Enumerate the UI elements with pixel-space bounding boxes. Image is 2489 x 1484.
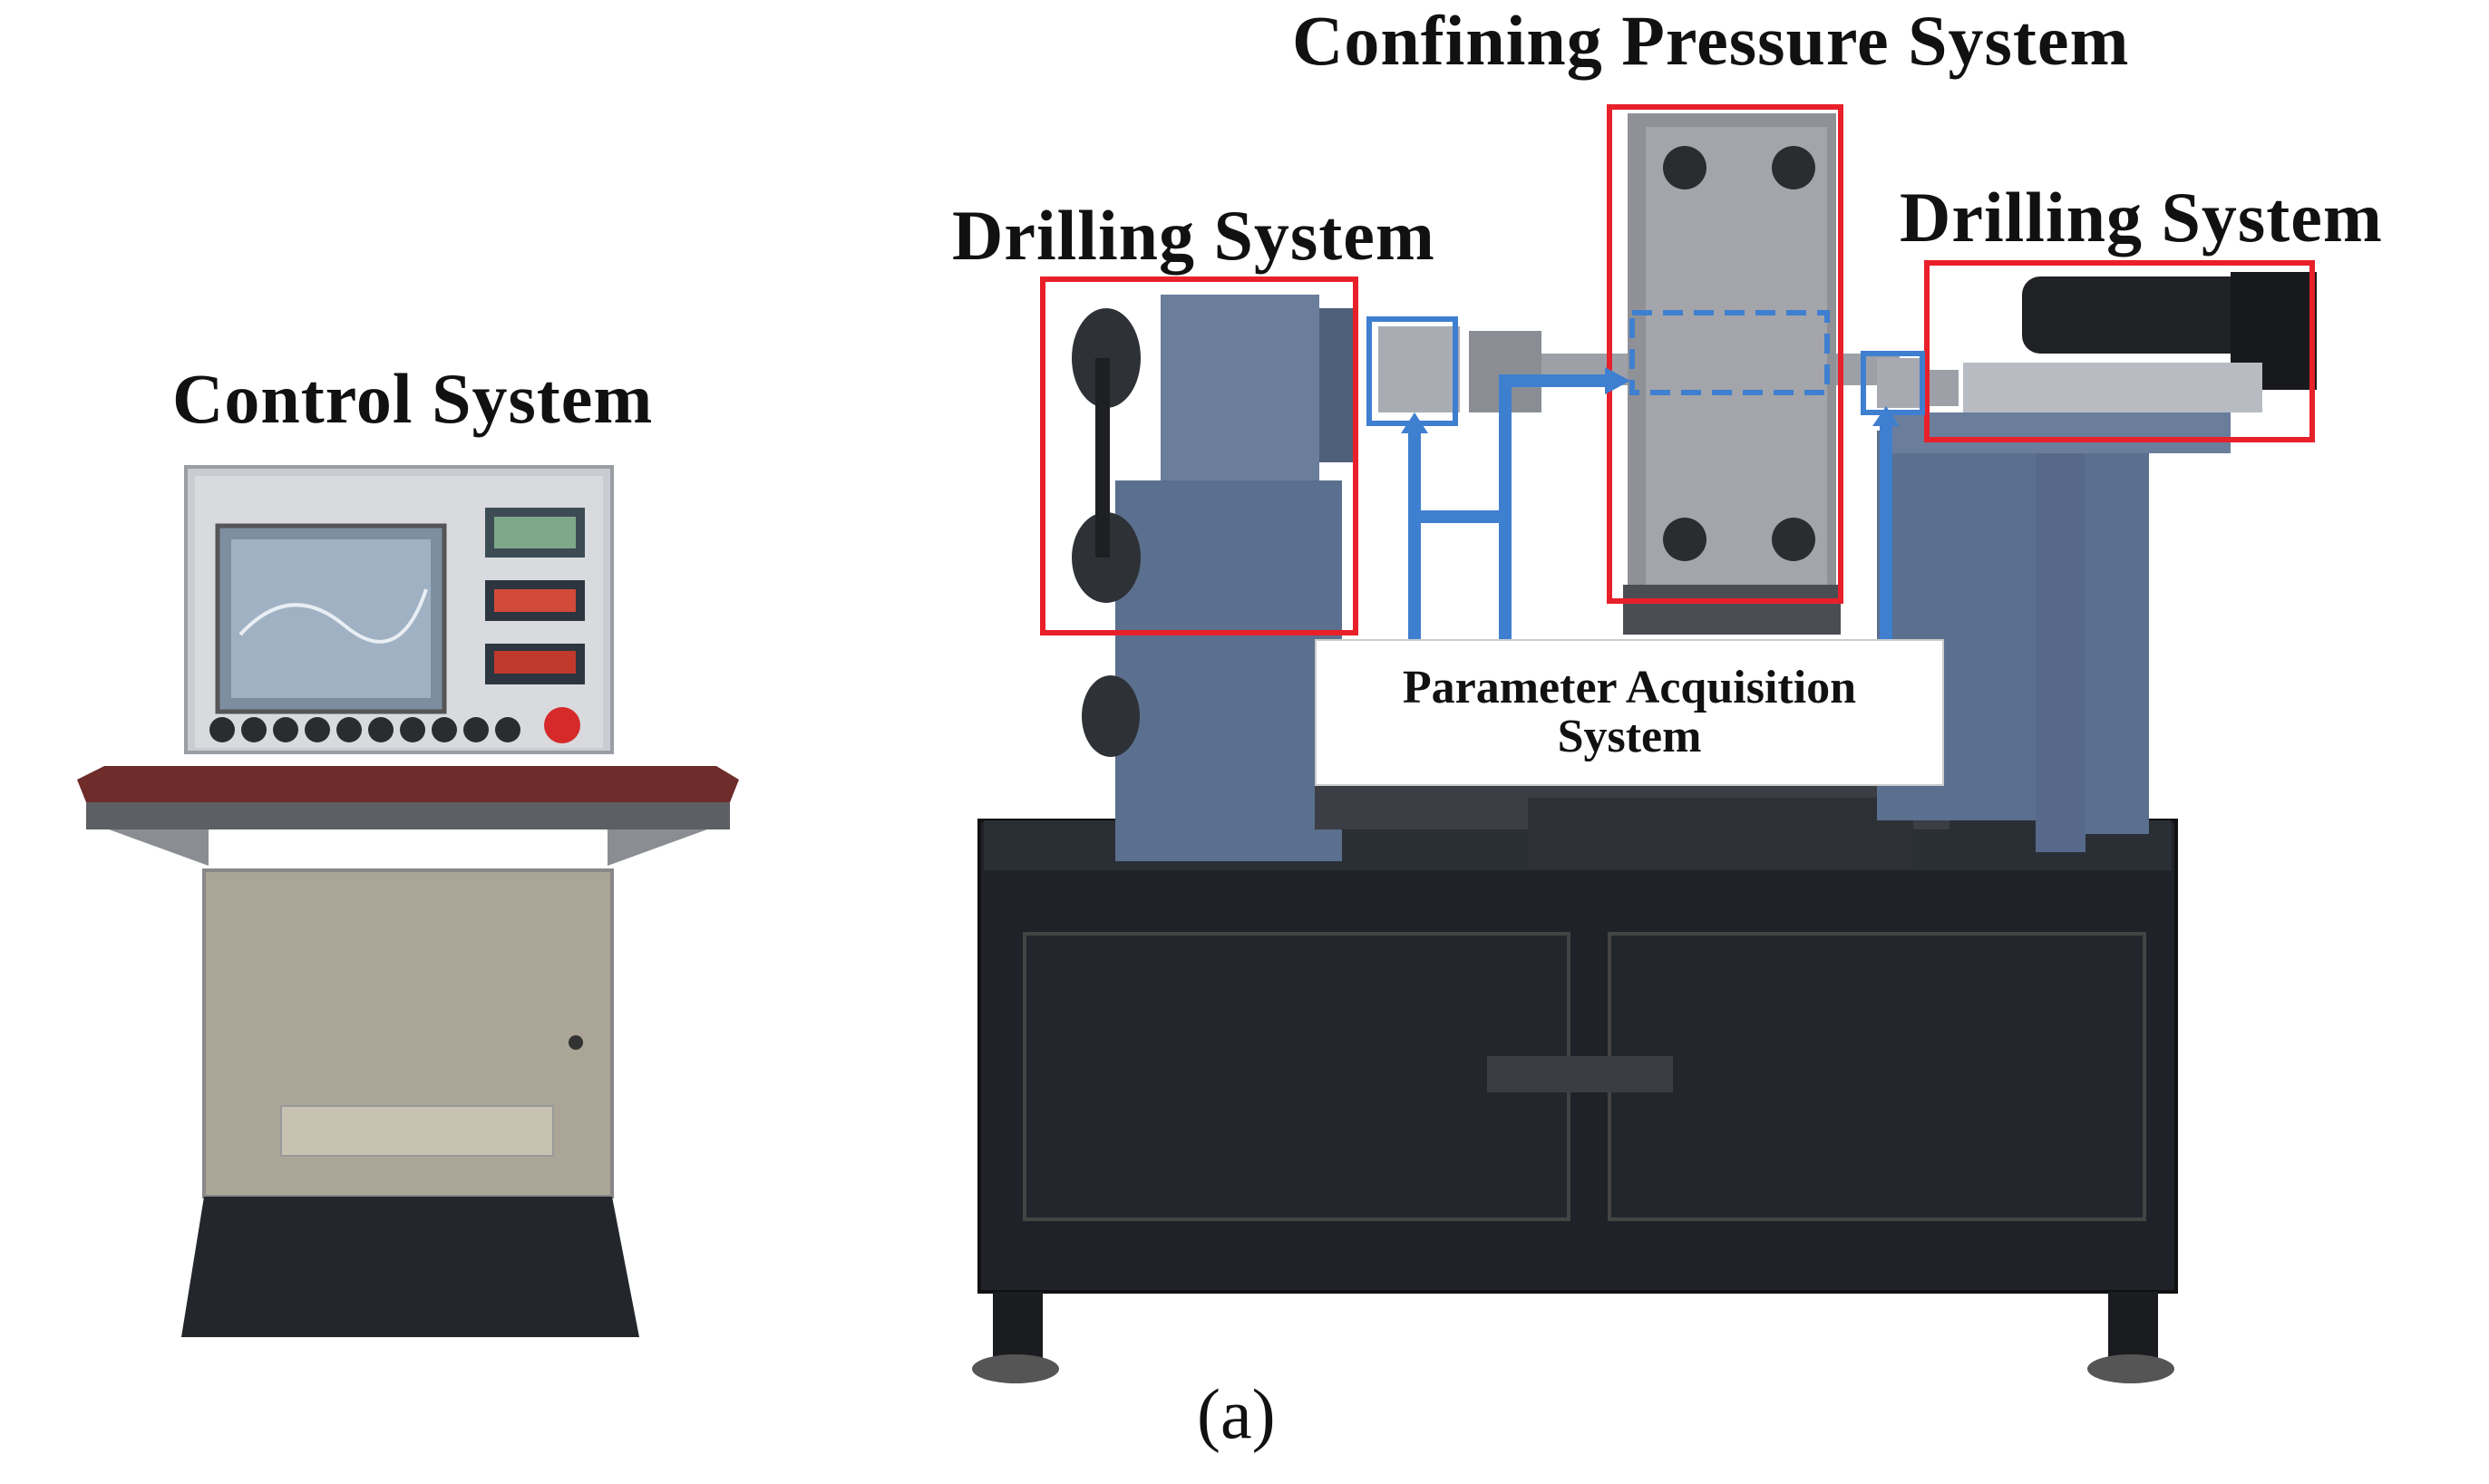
drilling-test-machine: [972, 113, 2317, 1383]
parameter-acquisition-label-line1: Parameter Acquisition: [1402, 662, 1857, 713]
drilling-system-left-box: [1040, 276, 1358, 635]
confining-pressure-box: [1607, 104, 1843, 604]
flow-arrows: [1408, 374, 1892, 639]
subfigure-label: (a): [1197, 1374, 1276, 1453]
sensor-box-right: [1861, 351, 1925, 415]
parameter-acquisition-system-box: Parameter Acquisition System: [1315, 639, 1944, 786]
control-system-label: Control System: [172, 359, 654, 438]
drilling-system-right-label: Drilling System: [1900, 178, 2383, 257]
control-console: [77, 465, 739, 1337]
drilling-system-right-box: [1924, 260, 2315, 442]
parameter-acquisition-label-line2: System: [1557, 711, 1702, 762]
highlight-boxes: [1040, 104, 2315, 635]
sample-region-box: [1629, 310, 1830, 395]
drilling-system-left-label: Drilling System: [952, 196, 1435, 275]
confining-pressure-system-label: Confining Pressure System: [1292, 1, 2130, 80]
